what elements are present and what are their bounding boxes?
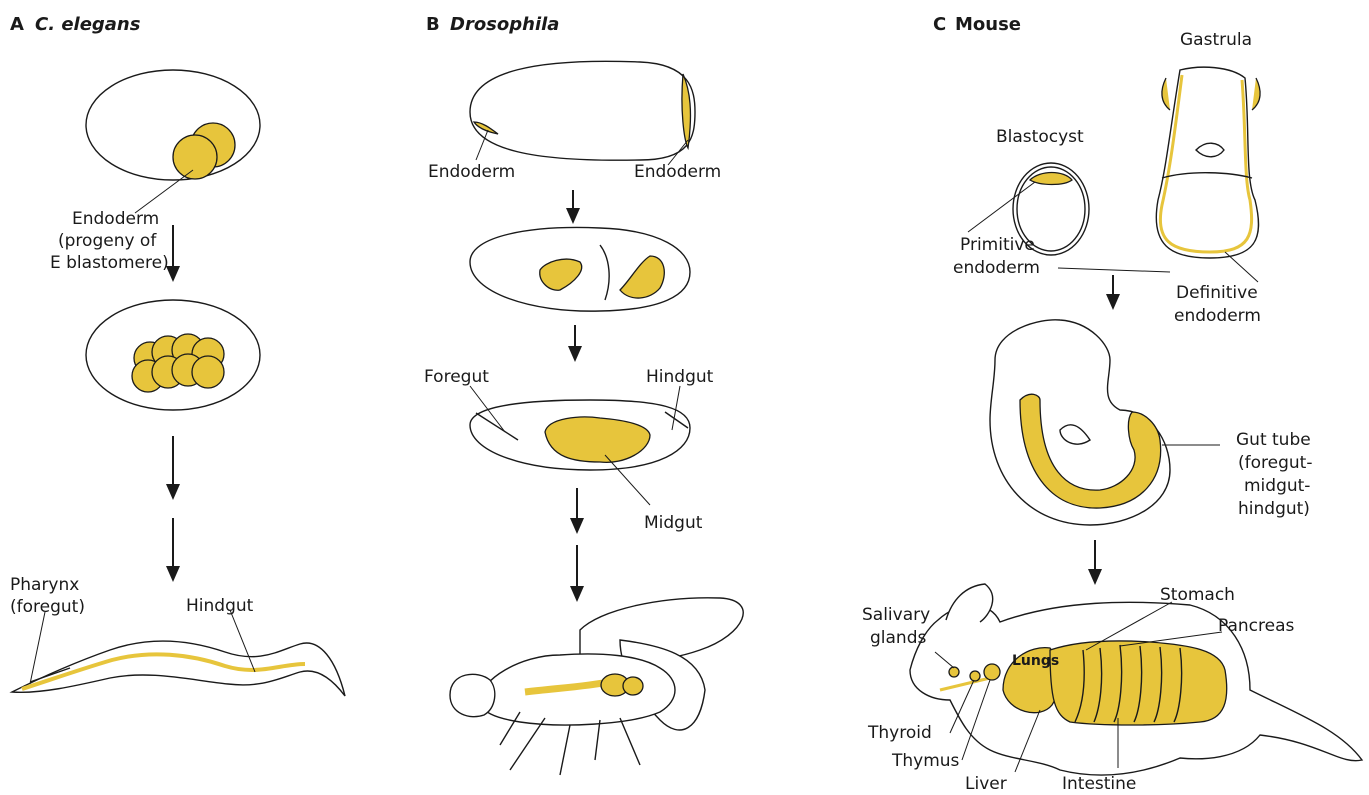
salivary-label-line-1: Salivary — [862, 605, 930, 625]
arrowhead — [166, 566, 180, 582]
mouse-ear — [946, 584, 993, 622]
thyroid-label: Thyroid — [867, 723, 932, 743]
arrowhead — [570, 518, 584, 534]
thymus-label: Thymus — [891, 751, 960, 771]
pharynx-label-line-1: Pharynx — [10, 575, 79, 595]
gut-tube-line-2: (foregut- — [1238, 453, 1312, 473]
panel-b-title: Drosophila — [450, 14, 559, 35]
panel-c-letter: C — [933, 14, 946, 35]
pharynx-leader-line — [30, 612, 45, 684]
endoderm-label-line-3: E blastomere) — [50, 253, 169, 273]
gut-tube-line-4: hindgut) — [1238, 499, 1310, 519]
definitive-endoderm-line-1: Definitive — [1176, 283, 1258, 303]
arrowhead — [1106, 294, 1120, 310]
endoderm-label-line-1: Endoderm — [72, 209, 159, 229]
salivary-gland — [949, 667, 959, 677]
gastrula-wing — [1162, 78, 1170, 110]
foregut-label: Foregut — [424, 367, 489, 387]
thymus — [984, 664, 1000, 680]
panel-c: C Mouse Gastrula Blastocyst Primitive en… — [862, 14, 1362, 794]
e-blastomere-cell — [173, 135, 217, 179]
celegans-early-embryo — [86, 70, 260, 180]
salivary-label-line-2: glands — [870, 628, 926, 648]
fly-head — [450, 674, 495, 716]
fly-gut-coil — [623, 677, 643, 695]
drosophila-egg — [470, 61, 695, 160]
intestine-mass — [1050, 641, 1227, 725]
thyroid — [970, 671, 980, 681]
pancreas-label: Pancreas — [1218, 616, 1295, 636]
panel-b-letter: B — [426, 14, 440, 35]
arrowhead — [166, 266, 180, 282]
arrowhead — [566, 208, 580, 224]
intestine-label: Intestine — [1062, 774, 1136, 794]
gut-tube-line-1: Gut tube — [1236, 430, 1311, 450]
worm-body — [12, 641, 345, 696]
gastrula-wing — [1252, 78, 1260, 110]
panel-c-title: Mouse — [955, 14, 1021, 35]
arrowhead — [166, 484, 180, 500]
pharynx-label-line-2: (foregut) — [10, 597, 85, 617]
midgut-label: Midgut — [644, 513, 703, 533]
panel-b: B Drosophila Endoderm Endoderm Foregut H… — [424, 14, 743, 775]
fly-hindgut-label: Hindgut — [646, 367, 714, 387]
endoderm-label-line-2: (progeny of — [58, 231, 157, 251]
panel-a-title: C. elegans — [35, 14, 141, 35]
liver-label: Liver — [965, 774, 1007, 794]
definitive-endoderm-leader-line — [1225, 252, 1258, 282]
primitive-endoderm-line-1: Primitive — [960, 235, 1035, 255]
gastrula-label: Gastrula — [1180, 30, 1252, 50]
definitive-endoderm-line-2: endoderm — [1174, 306, 1261, 326]
primitive-endoderm-line-2: endoderm — [953, 258, 1040, 278]
endoderm-posterior-label: Endoderm — [634, 162, 721, 182]
gut-tube-line-3: midgut- — [1244, 476, 1310, 496]
arrowhead — [570, 586, 584, 602]
panel-a-letter: A — [10, 14, 24, 35]
arrowhead — [568, 346, 582, 362]
stomach-label: Stomach — [1160, 585, 1235, 605]
endoderm-anterior-label: Endoderm — [428, 162, 515, 182]
merge-line — [1058, 268, 1170, 272]
blastocyst-label: Blastocyst — [996, 127, 1084, 147]
worm-hindgut-label: Hindgut — [186, 596, 254, 616]
lungs-label: Lungs — [1012, 653, 1059, 669]
panel-a: A C. elegans Endoderm (progeny of E blas… — [10, 14, 345, 696]
endoderm-cell — [192, 356, 224, 388]
arrowhead — [1088, 569, 1102, 585]
